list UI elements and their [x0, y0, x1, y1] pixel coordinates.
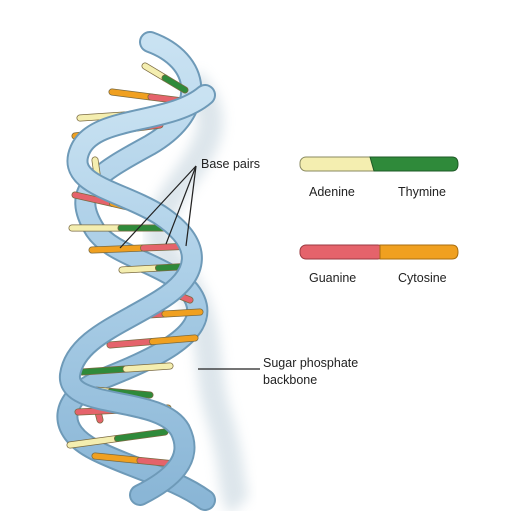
- guanine-label: Guanine: [309, 271, 356, 285]
- base-pair-segment: [162, 309, 203, 317]
- base-pair-segment: [89, 245, 147, 253]
- callout-line-1: [119, 165, 197, 249]
- base-pair-segment: [109, 89, 154, 100]
- backbone-label-line2: backbone: [263, 373, 317, 387]
- backbone-callout: Sugar phosphate backbone: [198, 356, 358, 387]
- cytosine-label: Cytosine: [398, 271, 447, 285]
- callout-line-2: [165, 165, 197, 245]
- thymine-label: Thymine: [398, 185, 446, 199]
- legend: Adenine Thymine Guanine Cytosine: [299, 156, 459, 285]
- thymine-swatch: [369, 156, 459, 172]
- adenine-swatch: [299, 156, 383, 172]
- base-pair-segment: [142, 63, 168, 81]
- base-pair-segment: [123, 363, 173, 372]
- base-pair-segment: [107, 338, 156, 348]
- base-pairs-label: Base pairs: [201, 157, 260, 171]
- base-pair-segment: [162, 75, 188, 93]
- base-pair-segment: [72, 192, 116, 207]
- backbone-label-line1: Sugar phosphate: [263, 356, 358, 370]
- callout-line-3: [185, 165, 197, 247]
- base-pair-segment: [67, 435, 121, 448]
- adenine-label: Adenine: [309, 185, 355, 199]
- backbone-strand-back: [56, 31, 216, 511]
- backbone-strand-front: [59, 84, 216, 506]
- cytosine-swatch: [379, 244, 459, 260]
- base-pairs-callout: Base pairs: [119, 157, 260, 249]
- base-pair-segment: [119, 265, 162, 273]
- base-pair-segment: [92, 453, 143, 464]
- base-pair-segment: [114, 429, 168, 442]
- base-pair-segment: [149, 335, 198, 345]
- legend-guanine-cytosine: Guanine Cytosine: [299, 244, 459, 285]
- guanine-swatch: [299, 244, 385, 260]
- legend-adenine-thymine: Adenine Thymine: [299, 156, 459, 199]
- base-pair-segment: [79, 366, 129, 375]
